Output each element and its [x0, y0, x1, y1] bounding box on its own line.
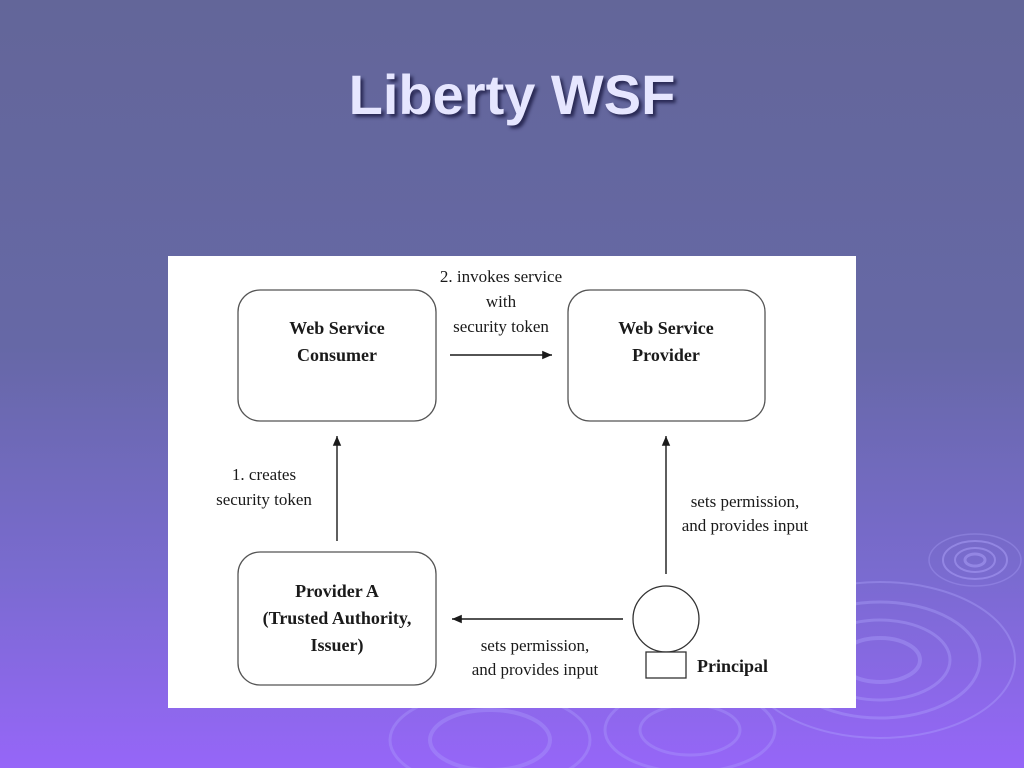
web-service-provider-node: Web Service Provider [568, 290, 765, 421]
edge-invokes-service: 2. invokes service with security token [440, 267, 562, 355]
provider-a-label-line3: Issuer) [311, 635, 364, 656]
principal-body [646, 652, 686, 678]
creates-label-line2: security token [216, 490, 312, 509]
principal-head [633, 586, 699, 652]
provider-label-line2: Provider [632, 345, 700, 365]
provider-label-line1: Web Service [618, 318, 713, 338]
liberty-wsf-diagram: Web Service Consumer Web Service Provide… [168, 256, 856, 708]
provider-a-label-line1: Provider A [295, 581, 379, 601]
diagram-canvas: Web Service Consumer Web Service Provide… [168, 256, 856, 708]
principal-provider-a-label-line1: sets permission, [481, 636, 590, 655]
provider-a-node: Provider A (Trusted Authority, Issuer) [238, 552, 436, 685]
edge-principal-to-provider-a: sets permission, and provides input [452, 619, 623, 679]
consumer-label-line1: Web Service [289, 318, 384, 338]
principal-provider-a-label-line2: and provides input [472, 660, 599, 679]
consumer-label-line2: Consumer [297, 345, 377, 365]
provider-a-label-line2: (Trusted Authority, [263, 608, 412, 629]
creates-label-line1: 1. creates [232, 465, 296, 484]
principal-label: Principal [697, 656, 768, 676]
principal-provider-label-line2: and provides input [682, 516, 809, 535]
invokes-label-line2: with [486, 292, 517, 311]
edge-principal-to-provider: sets permission, and provides input [666, 436, 809, 574]
edge-creates-token: 1. creates security token [216, 436, 337, 541]
principal-node: Principal [633, 586, 768, 678]
web-service-consumer-node: Web Service Consumer [238, 290, 436, 421]
principal-provider-label-line1: sets permission, [691, 492, 800, 511]
invokes-label-line1: 2. invokes service [440, 267, 562, 286]
slide-title: Liberty WSF [0, 62, 1024, 127]
invokes-label-line3: security token [453, 317, 549, 336]
